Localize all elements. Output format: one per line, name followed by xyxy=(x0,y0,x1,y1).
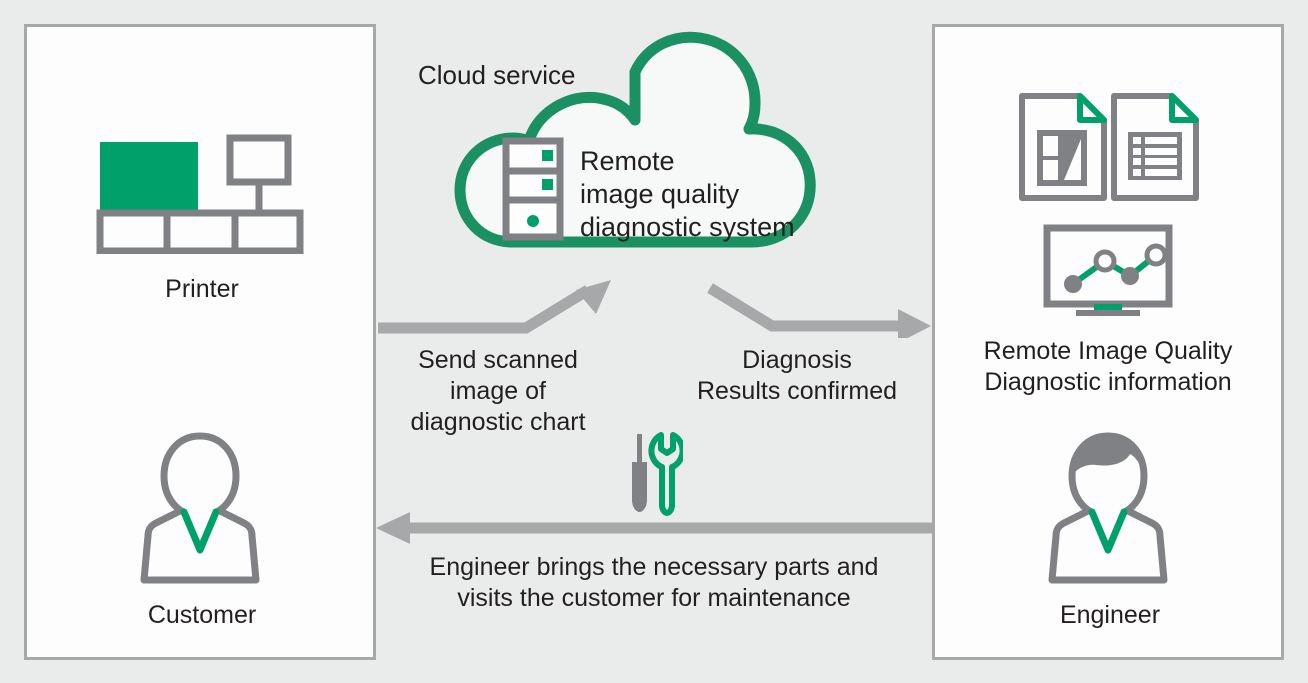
flow-label-diagnosis: Diagnosis Results confirmed xyxy=(696,346,898,405)
monitor-line-chart-icon xyxy=(1043,224,1173,316)
person-engineer-icon xyxy=(1048,432,1168,584)
person-icon xyxy=(140,432,260,584)
arrow-up-right xyxy=(378,280,611,334)
arrow-right xyxy=(707,283,931,338)
printer-icon xyxy=(96,134,304,254)
cloud-system-name: Remote image quality diagnostic system xyxy=(580,146,795,242)
customer-caption: Customer xyxy=(147,601,257,629)
server-tower-icon xyxy=(502,137,564,241)
arrow-left xyxy=(376,512,932,544)
flow-label-maintenance: Engineer brings the necessary parts and … xyxy=(429,553,879,612)
cloud-service-label: Cloud service xyxy=(418,60,576,90)
document-test-chart-icon xyxy=(1019,93,1107,201)
document-list-icon xyxy=(1111,93,1199,201)
flow-label-send: Send scanned image of diagnostic chart xyxy=(410,346,586,436)
printer-caption: Printer xyxy=(165,275,239,303)
remote-info-caption: Remote Image Quality Diagnostic informat… xyxy=(983,337,1233,396)
engineer-caption: Engineer xyxy=(1059,601,1161,629)
screwdriver-wrench-icon xyxy=(632,432,683,516)
